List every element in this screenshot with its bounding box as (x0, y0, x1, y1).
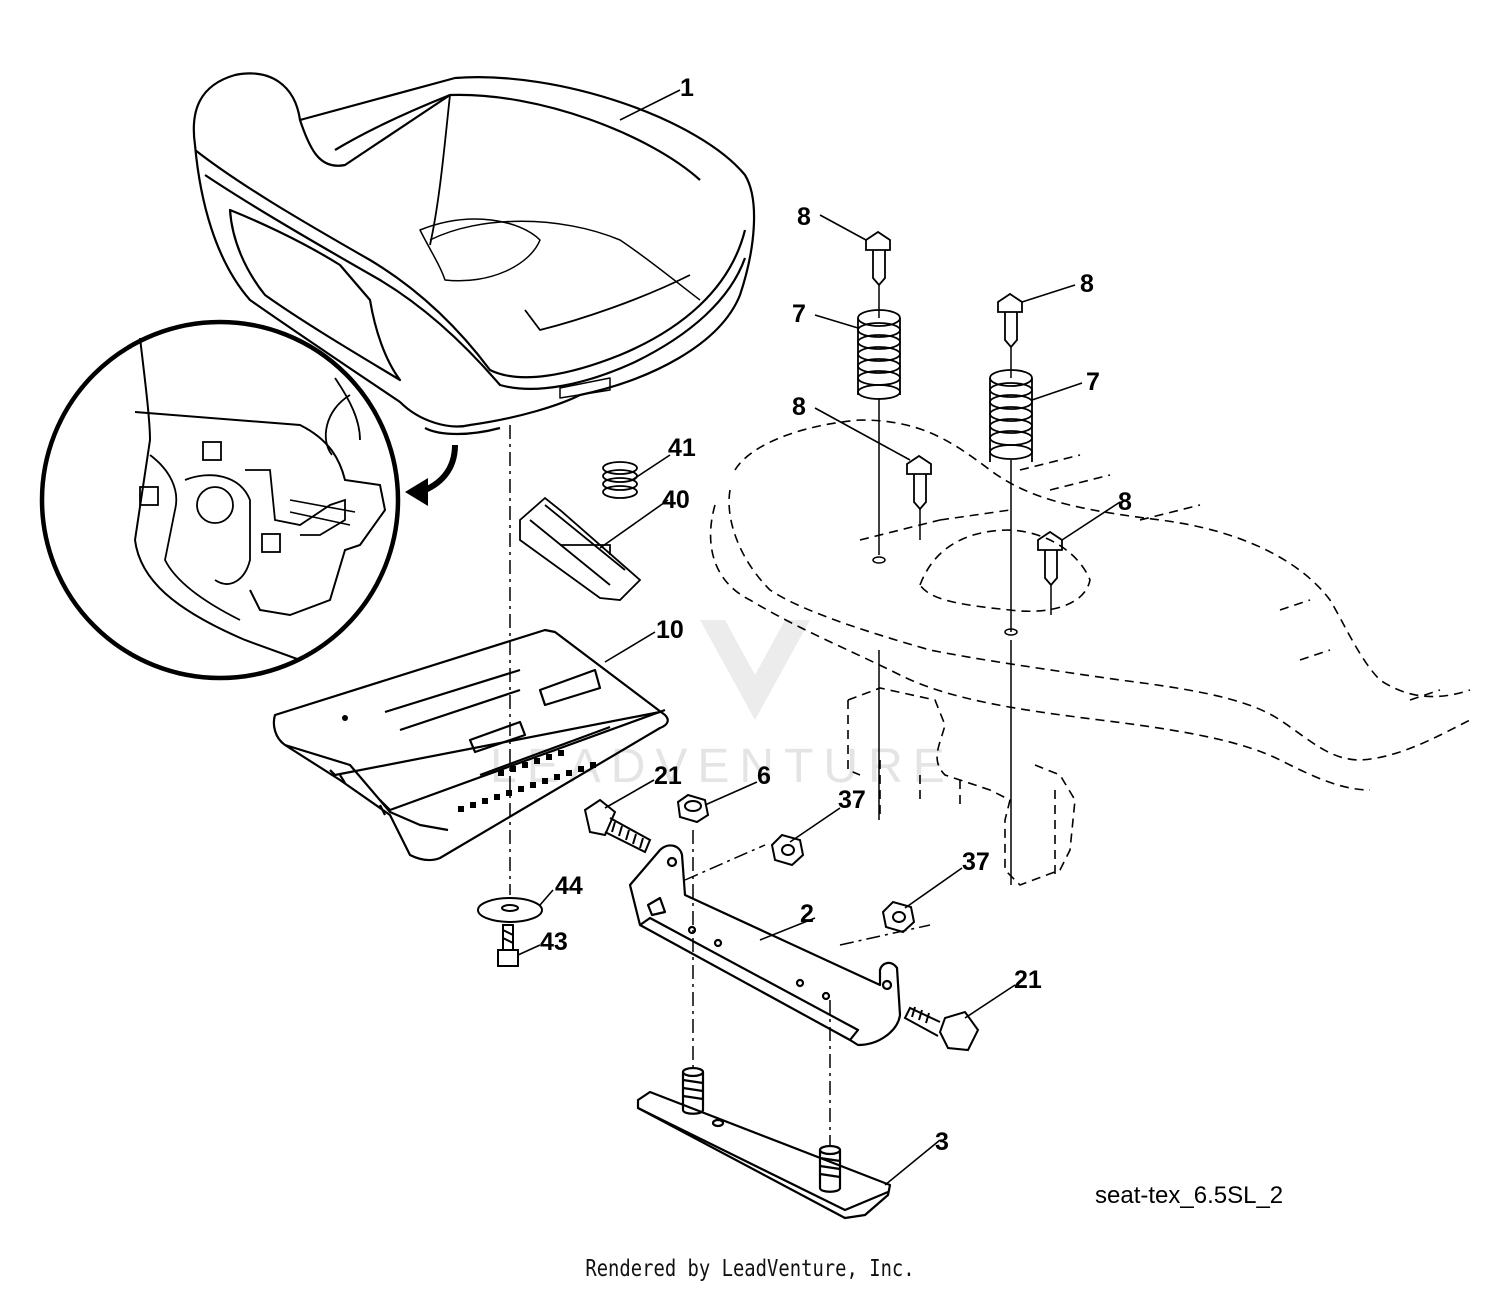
callout-7-left: 7 (792, 300, 806, 328)
callout-8-mid-right: 8 (1118, 488, 1132, 516)
bolt-part-43 (497, 924, 519, 967)
watermark: LEADVENTURE (490, 620, 945, 793)
seat-pan-part-10 (272, 628, 669, 862)
callout-44: 44 (555, 872, 583, 900)
callout-40: 40 (662, 486, 690, 514)
detail-inset (39, 319, 401, 681)
bracket-part-2 (628, 844, 902, 1047)
detail-arrow (405, 444, 458, 506)
seat-pan-adjust-holes (342, 715, 596, 812)
bolt-part-21-right (903, 1006, 980, 1052)
callout-8-mid-left: 8 (792, 393, 806, 421)
callout-10: 10 (656, 616, 684, 644)
base-plate-part-3 (636, 1066, 892, 1220)
callout-6: 6 (757, 762, 771, 790)
footer-credit: Rendered by LeadVenture, Inc. (585, 1256, 915, 1282)
callout-7-right: 7 (1086, 368, 1100, 396)
spring-part-41 (602, 461, 638, 499)
callout-2: 2 (800, 900, 814, 928)
seat-part-1 (192, 72, 756, 436)
callout-3: 3 (935, 1128, 949, 1156)
callout-43: 43 (540, 928, 568, 956)
assembly-lines (872, 285, 1052, 885)
leader-lines (517, 89, 1121, 1186)
frame-outline (709, 419, 1471, 886)
callout-21-left: 21 (654, 762, 682, 790)
nut-part-37-upper (770, 833, 805, 867)
spring-part-7-right (989, 369, 1033, 462)
diagram-code: seat-tex_6.5SL_2 (1095, 1182, 1283, 1209)
callout-1: 1 (680, 74, 694, 102)
bolt-part-21-left (583, 798, 652, 854)
callout-41: 41 (668, 434, 696, 462)
callout-37-lower: 37 (962, 848, 990, 876)
nut-part-37-lower (881, 900, 916, 934)
washer-part-44 (477, 897, 543, 923)
nut-part-6 (676, 793, 710, 824)
slide-part-40 (519, 496, 642, 601)
parts-diagram: LEADVENTURE (39, 72, 1471, 1220)
callout-37-upper: 37 (838, 786, 866, 814)
spring-part-7-left (857, 309, 901, 400)
callout-21-right: 21 (1014, 966, 1042, 994)
center-lines (509, 425, 931, 1145)
callout-8-top-left: 8 (797, 203, 811, 231)
callout-8-top-right: 8 (1080, 270, 1094, 298)
